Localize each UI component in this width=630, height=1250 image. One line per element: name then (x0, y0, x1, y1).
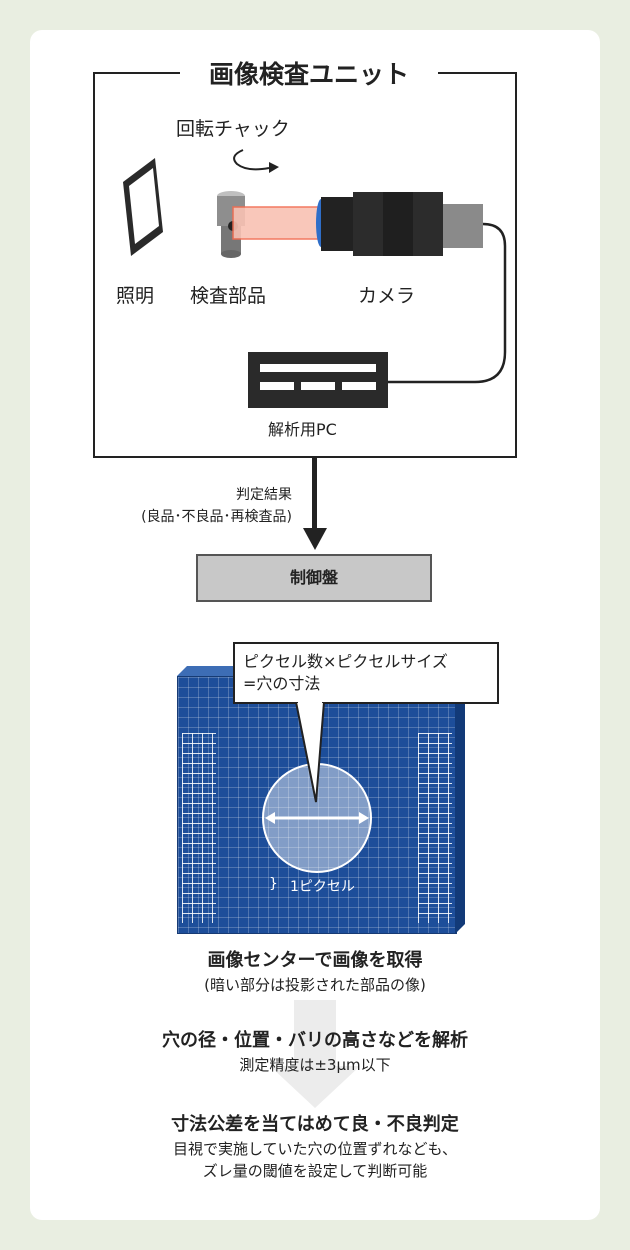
step3-note: 目視で実施していた穴の位置ずれなども、 (172, 1140, 458, 1158)
step2-title: 穴の径・位置・バリの高さなどを解析 (162, 1030, 468, 1051)
formula-line2: =穴の寸法 (243, 674, 321, 693)
step1-note: (暗い部分は投影された部品の像) (204, 976, 426, 994)
camera-icon (316, 192, 483, 256)
result-detail: (良品･不良品･再検査品) (141, 509, 292, 525)
flow-arrow (270, 1000, 360, 1108)
step2-note: 測定精度は±3μm以下 (239, 1056, 391, 1074)
step3-title: 寸法公差を当てはめて良・不良判定 (171, 1114, 459, 1135)
camera-label: カメラ (358, 285, 416, 307)
pixel-brace-icon: } (269, 876, 278, 892)
grid-left-strip (182, 733, 216, 923)
rotation-arrowhead-icon (269, 162, 279, 173)
rotation-arrow-icon (233, 149, 270, 171)
bubble-pointer (294, 702, 326, 803)
formula-line1: ピクセル数×ピクセルサイズ (243, 652, 448, 671)
pixel-label: 1ピクセル (290, 879, 355, 895)
control-panel: 制御盤 (196, 554, 432, 602)
step3-note2: ズレ量の閾値を設定して判断可能 (202, 1162, 428, 1180)
step1-title: 画像センターで画像を取得 (207, 950, 423, 971)
part-label: 検査部品 (190, 285, 267, 307)
equipment-illustration (123, 149, 507, 408)
camera-cable (365, 222, 507, 384)
lighting-label: 照明 (116, 285, 155, 307)
rotary-chuck-label: 回転チャック (176, 118, 290, 140)
result-arrow (303, 458, 327, 550)
laser-beam (232, 206, 322, 240)
result-title: 判定結果 (236, 487, 292, 503)
pc-label: 解析用PC (268, 420, 337, 439)
formula-bubble: ピクセル数×ピクセルサイズ =穴の寸法 (233, 642, 499, 704)
analysis-pc-icon (248, 352, 388, 408)
inspection-unit-title: 画像検査ユニット (180, 58, 438, 92)
grid-right-strip (418, 733, 452, 923)
